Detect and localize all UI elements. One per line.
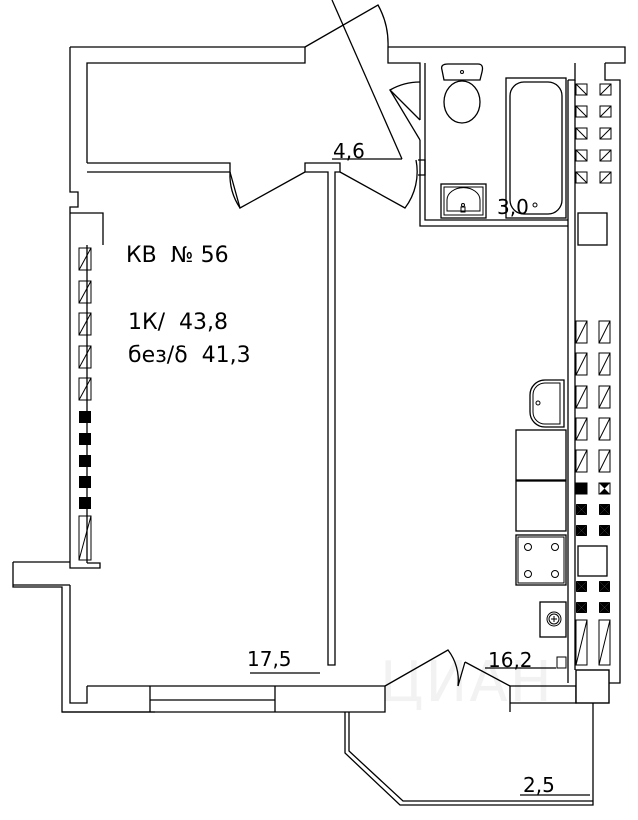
exterior-walls [12,46,626,713]
toilet-tank [440,63,484,81]
balcony-outline [344,703,594,806]
kitchen-sink [529,379,565,428]
right-wall-bowties [575,482,611,613]
stove [515,534,567,586]
area-underlines [250,0,590,796]
apartment-total-area: 1К/ 43,8 [128,310,228,335]
right-wall-pattern-middle [575,320,611,473]
watermark: ЦИАН [380,650,554,715]
bathroom-fixtures [440,63,567,219]
room-area-kitchen: 16,2 [488,648,533,672]
ventilation-shafts [577,212,608,577]
doors [229,4,511,687]
toilet-bowl [443,80,481,124]
apartment-title: КВ № 56 [126,243,229,268]
bathtub [505,77,567,219]
apartment-area-without-balcony: без/δ 41,3 [128,343,251,368]
room-area-balcony: 2,5 [523,773,555,797]
interior-walls [87,63,576,683]
right-wall-pattern-top [575,83,612,184]
right-wall-pattern-bottom [575,619,611,666]
room-area-hallway: 4,6 [333,139,365,163]
boiler [539,601,567,638]
left-wall-pattern [78,247,92,561]
room-area-living-room: 17,5 [247,647,292,671]
room-area-bathroom: 3,0 [497,195,529,219]
counter [515,480,567,532]
counter [515,429,567,481]
kitchen-fixtures [515,379,567,669]
bathroom-sink [440,183,487,219]
